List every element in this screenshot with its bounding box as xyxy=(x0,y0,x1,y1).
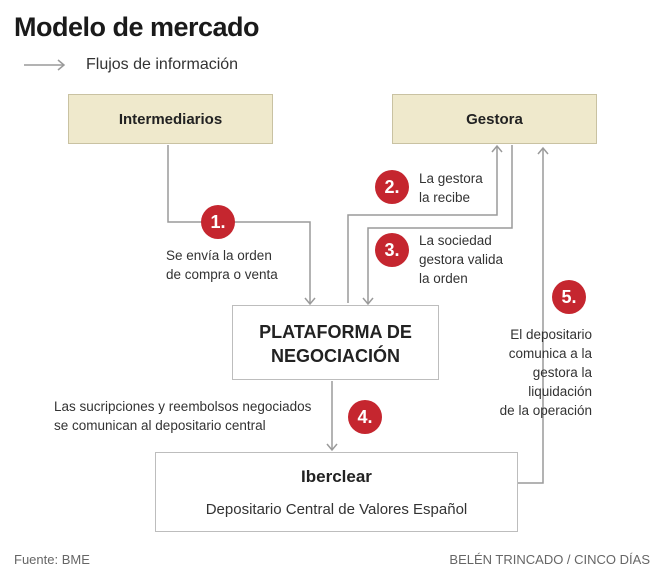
step-badge-4: 4. xyxy=(348,400,382,434)
credit-note: BELÉN TRINCADO / CINCO DÍAS xyxy=(449,552,650,567)
box-gestora-label: Gestora xyxy=(466,110,523,128)
step-note-5-line: de la operación xyxy=(499,403,592,418)
legend-arrow-icon xyxy=(24,59,66,71)
box-iberclear-title: Iberclear xyxy=(301,467,372,486)
page-title: Modelo de mercado xyxy=(14,12,260,42)
step-note-4-line: Las sucripciones y reembolsos negociados xyxy=(54,399,312,414)
step-note-3-line: gestora valida xyxy=(419,252,504,267)
step-note-5-line: comunica a la xyxy=(508,346,592,361)
step-note-3-line: la orden xyxy=(419,271,468,286)
box-plataforma: PLATAFORMA DE NEGOCIACIÓN xyxy=(232,305,439,380)
arrow-step-1 xyxy=(167,145,316,306)
step-badge-5: 5. xyxy=(552,280,586,314)
step-note-4-line: se comunican al depositario central xyxy=(54,418,266,433)
step-badge-1: 1. xyxy=(201,205,235,239)
step-note-1-line: Se envía la orden xyxy=(166,248,272,263)
arrow-step-3 xyxy=(362,145,513,306)
source-note: Fuente: BME xyxy=(14,552,90,567)
box-plataforma-line1: PLATAFORMA DE xyxy=(259,322,412,342)
step-note-5: El depositario comunica a la gestora la … xyxy=(480,325,592,420)
step-note-5-line: gestora la xyxy=(532,365,592,380)
box-iberclear: Iberclear Depositario Central de Valores… xyxy=(155,452,518,532)
arrow-step-5 xyxy=(518,146,549,484)
step-note-3: La sociedad gestora valida la orden xyxy=(419,231,503,288)
step-note-5-line: El depositario xyxy=(510,327,592,342)
step-badge-2: 2. xyxy=(375,170,409,204)
step-note-2-line: La gestora xyxy=(419,171,483,186)
step-note-3-line: La sociedad xyxy=(419,233,492,248)
step-note-2-line: la recibe xyxy=(419,190,471,205)
box-iberclear-subtitle: Depositario Central de Valores Español xyxy=(205,501,468,518)
box-gestora: Gestora xyxy=(392,94,597,144)
legend-label: Flujos de información xyxy=(86,56,239,73)
step-note-5-line: liquidación xyxy=(528,384,592,399)
step-note-1-line: de compra o venta xyxy=(166,267,278,282)
step-note-1: Se envía la orden de compra o venta xyxy=(166,246,278,284)
box-intermediarios-label: Intermediarios xyxy=(118,110,223,128)
step-badge-3: 3. xyxy=(375,233,409,267)
step-note-2: La gestora la recibe xyxy=(419,169,483,207)
box-intermediarios: Intermediarios xyxy=(68,94,273,144)
box-plataforma-line2: NEGOCIACIÓN xyxy=(270,346,400,366)
step-note-4: Las sucripciones y reembolsos negociados… xyxy=(54,397,311,435)
arrow-step-2 xyxy=(347,144,503,303)
